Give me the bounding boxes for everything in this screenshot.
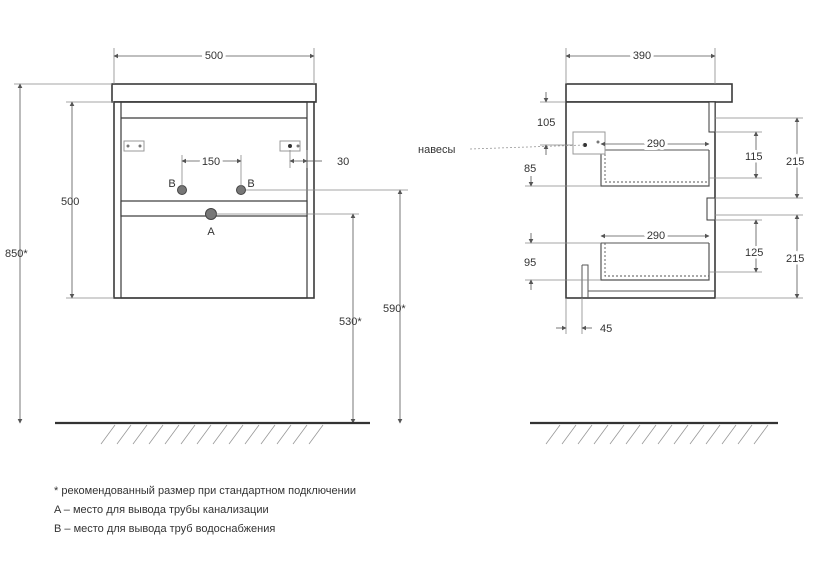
front-cabinet-inner	[120, 101, 308, 299]
dim-125: 125	[745, 247, 763, 259]
side-view: навесы 390 105 85 290 115 215 290	[418, 47, 807, 445]
dim-depth: 390	[633, 50, 651, 62]
label-a: A	[207, 226, 215, 238]
note-a: A – место для вывода трубы канализации	[54, 504, 269, 516]
dim-105: 105	[537, 117, 555, 129]
dim-total-height: 850*	[5, 248, 28, 260]
dim-45: 45	[600, 323, 612, 335]
drain-hole	[205, 208, 217, 220]
front-view: B B A 500 850* 500 150 30 530*	[5, 47, 408, 445]
floor-hatch-front	[100, 424, 324, 445]
side-drawer-front-handle	[706, 197, 716, 221]
front-countertop	[111, 83, 317, 103]
water-supply-hole-left	[177, 185, 187, 195]
legend-notes: * рекомендованный размер при стандартном…	[54, 482, 356, 539]
dim-215-bottom: 215	[786, 253, 804, 265]
dim-hinge-offset: 30	[337, 156, 349, 168]
dim-215-top: 215	[786, 156, 804, 168]
front-hinge-right	[279, 140, 301, 152]
hinges-label: навесы	[418, 144, 456, 156]
front-hinge-left	[123, 140, 145, 152]
dim-pipe-spacing: 150	[202, 156, 220, 168]
dim-115: 115	[745, 151, 763, 163]
dim-290-top: 290	[647, 138, 665, 150]
floor-hatch-side	[545, 424, 769, 445]
side-upper-drawer	[600, 150, 710, 187]
note-recommended: * рекомендованный размер при стандартном…	[54, 485, 356, 497]
label-b-left: B	[168, 178, 175, 190]
label-b-right: B	[247, 178, 254, 190]
front-cabinet-body	[113, 101, 315, 299]
dim-drain-height: 530*	[339, 316, 362, 328]
dim-height: 500	[61, 196, 79, 208]
side-lower-drawer	[600, 243, 710, 281]
dim-85: 85	[524, 163, 536, 175]
dim-95: 95	[524, 257, 536, 269]
dim-supply-height: 590*	[383, 303, 406, 315]
note-b: B – место для вывода труб водоснабжения	[54, 523, 276, 535]
water-supply-hole-right	[236, 185, 246, 195]
dim-width: 500	[205, 50, 223, 62]
side-countertop	[565, 83, 733, 103]
hinges-leader	[469, 144, 586, 150]
side-hinge-bracket	[572, 131, 606, 155]
dim-290-bottom: 290	[647, 230, 665, 242]
